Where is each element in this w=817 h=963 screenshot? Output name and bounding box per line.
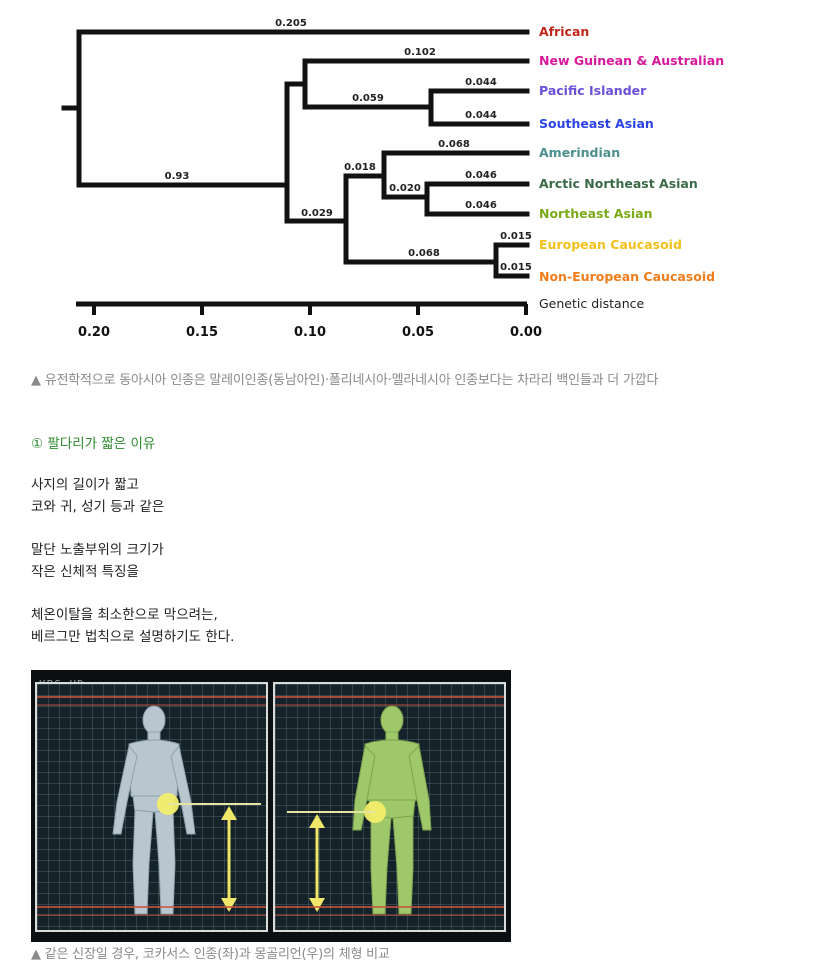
branch-label: 0.015 (500, 262, 532, 273)
figure-caption: ▲ 유전학적으로 동아시아 인종은 말레이인종(동남아인)·폴리네시아·멜라네시… (31, 373, 659, 388)
axis-tick-label: 0.05 (402, 325, 434, 340)
leaf-label-southeast-asian: Southeast Asian (539, 116, 654, 131)
branch-length-labels: 0.205 0.102 0.044 0.059 0.044 0.068 0.01… (165, 18, 532, 273)
leaf-label-african: African (539, 24, 589, 39)
branch-label: 0.044 (465, 110, 497, 121)
paragraph: 말단 노출부위의 크기가 작은 신체적 특징을 (31, 539, 164, 583)
branch-label: 0.205 (275, 18, 307, 29)
caucasian-figure (112, 705, 261, 915)
branch-label: 0.015 (500, 231, 532, 242)
distance-axis: 0.20 0.15 0.10 0.05 0.00 Genetic distanc… (76, 296, 644, 340)
leaf-label-arctic-northeast-asian: Arctic Northeast Asian (539, 176, 698, 191)
axis-title: Genetic distance (539, 296, 644, 311)
branch-label: 0.046 (465, 170, 497, 181)
leaf-label-pacific-islander: Pacific Islander (539, 83, 647, 98)
leaf-labels: African New Guinean & Australian Pacific… (539, 24, 724, 284)
paragraph: 체온이탈을 최소한으로 막으려는, 베르그만 법칙으로 설명하기도 한다. (31, 604, 234, 648)
axis-tick-label: 0.00 (510, 325, 542, 340)
right-panel-mongoloid (273, 682, 506, 932)
tree-branches (61, 29, 530, 279)
branch-label: 0.029 (301, 208, 333, 219)
paragraph-line: 작은 신체적 특징을 (31, 564, 139, 580)
leaf-label-european-caucasoid: European Caucasoid (539, 237, 682, 252)
leaf-label-northeast-asian: Northeast Asian (539, 206, 653, 221)
branch-label: 0.044 (465, 77, 497, 88)
branch-label: 0.020 (389, 183, 421, 194)
branch-label: 0.018 (344, 162, 376, 173)
mongoloid-figure (287, 705, 432, 915)
leaf-label-non-european-caucasoid: Non-European Caucasoid (539, 269, 715, 284)
branch-label: 0.059 (352, 93, 384, 104)
axis-tick-label: 0.10 (294, 325, 326, 340)
image-caption: ▲ 같은 신장일 경우, 코카서스 인종(좌)과 몽골리언(우)의 체형 비교 (31, 947, 390, 962)
branch-label: 0.046 (465, 200, 497, 211)
paragraph-line: 코와 귀, 성기 등과 같은 (31, 499, 165, 515)
branch-label: 0.93 (165, 171, 190, 182)
branch-label: 0.068 (438, 139, 470, 150)
paragraph-line: 체온이탈을 최소한으로 막으려는, (31, 607, 218, 623)
branch-label: 0.102 (404, 47, 436, 58)
paragraph-line: 사지의 길이가 짧고 (31, 477, 139, 493)
leaf-label-amerindian: Amerindian (539, 145, 620, 160)
paragraph-line: 베르그만 법칙으로 설명하기도 한다. (31, 629, 235, 645)
paragraph-line: 말단 노출부위의 크기가 (31, 542, 164, 558)
leaf-label-new-guinean-australian: New Guinean & Australian (539, 53, 724, 68)
branch-label: 0.068 (408, 248, 440, 259)
axis-ticks (92, 304, 528, 315)
axis-tick-label: 0.15 (186, 325, 218, 340)
paragraph: 사지의 길이가 짧고 코와 귀, 성기 등과 같은 (31, 474, 164, 518)
left-panel-caucasian (35, 682, 268, 932)
phylogenetic-tree-diagram: 0.205 0.102 0.044 0.059 0.044 0.068 0.01… (61, 18, 724, 340)
body-comparison-image: KBS HD (31, 670, 511, 942)
section-heading: ① 팔다리가 짧은 이유 (31, 436, 156, 452)
axis-tick-label: 0.20 (78, 325, 110, 340)
